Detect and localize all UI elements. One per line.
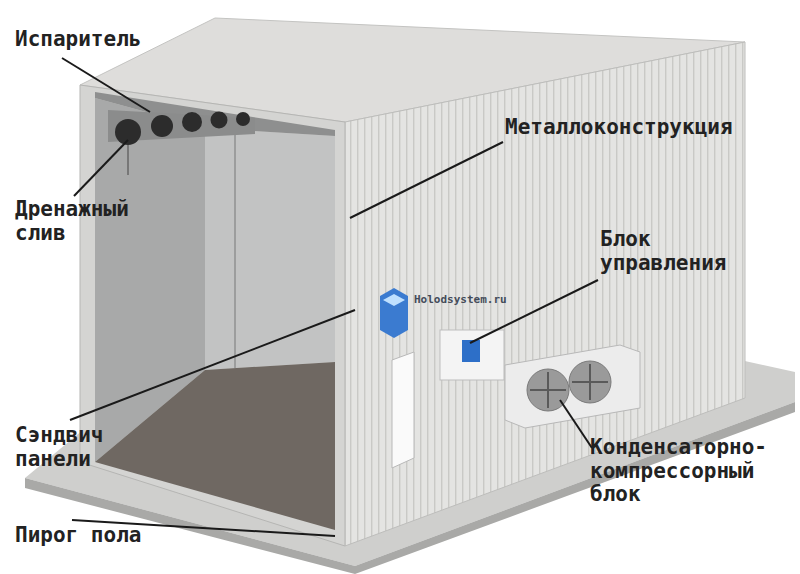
part-label: Сэндвич панели — [15, 424, 150, 471]
part-label: Пирог пола — [15, 524, 215, 548]
front-frame — [80, 85, 345, 546]
drain-pipe — [127, 145, 129, 175]
watermark: Holodsystem.ru — [414, 294, 574, 306]
part-label: Дренажный слив — [15, 198, 150, 245]
evaporator-fan — [151, 115, 173, 137]
evaporator-fan — [211, 112, 228, 129]
logo-cube — [380, 288, 408, 338]
inner-back-wall — [205, 128, 335, 370]
part-label: Испаритель — [15, 28, 215, 52]
condensing-unit — [505, 345, 640, 428]
part-label: Металлоконструкция — [505, 116, 785, 140]
part-label: Конденсаторно-компрессорный блок — [590, 436, 795, 507]
part-label: Блок управления — [600, 228, 750, 275]
fan-blades — [530, 364, 608, 408]
door — [392, 352, 414, 468]
logo-cube-top — [383, 294, 405, 306]
panel-seam — [234, 130, 236, 368]
control-unit — [440, 330, 504, 380]
evaporator-fan — [182, 112, 202, 132]
evaporator-fan — [236, 112, 250, 126]
inner-floor — [95, 362, 335, 530]
